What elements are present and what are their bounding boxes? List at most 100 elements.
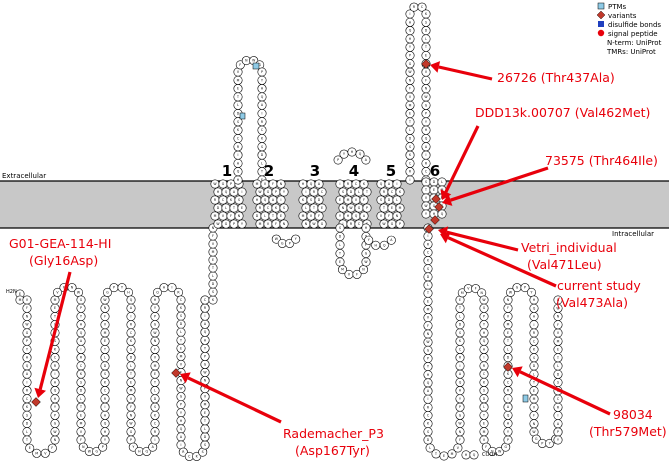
residue-letter: K: [427, 422, 430, 426]
residue-letter: Q: [104, 422, 107, 426]
residue-letter: G: [365, 252, 368, 256]
annotation-arrow-line: [187, 376, 282, 424]
residue: [395, 187, 405, 197]
residue-letter: A: [427, 389, 430, 393]
residue-letter: A: [533, 315, 536, 319]
residue-letter: L: [358, 190, 360, 194]
residue-letter: F: [356, 272, 358, 276]
residue-letter: L: [441, 180, 443, 184]
residue-letter: F: [180, 371, 182, 375]
residue-letter: M: [237, 78, 240, 82]
residue-letter: Y: [483, 323, 485, 327]
annotation-arrow-head: [512, 366, 523, 378]
residue-letter: T: [338, 252, 341, 256]
residue-letter: E: [154, 372, 156, 376]
residue-letter: P: [289, 241, 291, 245]
residue-letter: M: [104, 331, 107, 335]
residue-letter: F: [275, 222, 277, 226]
residue-letter: P: [233, 222, 235, 226]
residue-letter: F: [318, 214, 320, 218]
residue-letter: L: [130, 364, 132, 368]
residue: [317, 219, 327, 229]
residue-letter: Q: [225, 190, 228, 194]
residue-letter: E: [507, 331, 509, 335]
residue-letter: A: [104, 413, 107, 417]
residue-letter: C: [321, 190, 324, 194]
residue: [167, 283, 177, 293]
residue-letter: Q: [26, 364, 29, 368]
residue: [40, 448, 50, 458]
annotation-v462: DDD13k.00707 (Val462Met): [475, 105, 650, 120]
residue-letter: L: [425, 37, 427, 41]
residue-letter: M: [180, 354, 183, 358]
residue-letter: S: [26, 413, 28, 417]
residue-letter: D: [261, 153, 264, 157]
residue-letter: N: [557, 315, 560, 319]
legend-note-nterm: N-term: UniProt: [607, 39, 662, 47]
residue-letter: H: [302, 182, 305, 186]
residue: [47, 443, 57, 453]
residue-letter: N: [507, 298, 510, 302]
residue-letter: G: [391, 222, 394, 226]
residue-letter: Q: [156, 290, 159, 294]
residue-letter: V: [355, 198, 358, 202]
residue-letter: L: [396, 198, 398, 202]
residue-letter: A: [152, 445, 155, 449]
residue-letter: H: [459, 389, 462, 393]
residue: [553, 295, 563, 305]
residue-letter: C: [237, 137, 240, 141]
residue-letter: I: [205, 314, 206, 318]
annotation-v473: current study (Val473Ala): [556, 278, 645, 310]
residue-letter: C: [427, 251, 430, 255]
residue-letter: H: [433, 212, 436, 216]
residue-letter: I: [242, 190, 243, 194]
residue-letter: R: [427, 242, 430, 246]
residue-letter: Y: [531, 290, 533, 294]
residue-letter: K: [363, 182, 366, 186]
residue-letter: V: [56, 290, 59, 294]
residue-letter: S: [425, 180, 427, 184]
residue-letter: R: [483, 364, 486, 368]
residue-letter: A: [365, 158, 368, 162]
residue-letter: S: [533, 356, 535, 360]
residue-letter: F: [26, 306, 28, 310]
residue: [362, 187, 372, 197]
residue-letter: G: [26, 331, 29, 335]
residue-letter: Y: [409, 45, 411, 49]
residue-letter: W: [424, 204, 428, 208]
residue-letter: Y: [365, 235, 367, 239]
residue-letter: N: [425, 87, 428, 91]
membrane-band: [0, 181, 669, 228]
residue-letter: R: [427, 405, 430, 409]
residue-letter: M: [557, 339, 560, 343]
residue-letter: W: [252, 59, 256, 63]
residue-letter: K: [425, 12, 428, 16]
residue-letter: V: [427, 316, 430, 320]
residue-letter: E: [459, 298, 461, 302]
residue-letter: P: [409, 54, 411, 58]
residue-letter: E: [280, 214, 282, 218]
residue-letter: C: [267, 206, 270, 210]
residue-letter: K: [459, 339, 462, 343]
residue: [392, 179, 402, 189]
residue-letter: N: [54, 438, 57, 442]
residue-letter: Y: [180, 411, 182, 415]
residue: [469, 450, 479, 460]
residue-letter: A: [483, 347, 486, 351]
residue-letter: E: [241, 206, 243, 210]
residue-letter: L: [429, 446, 431, 450]
residue-letter: K: [507, 372, 510, 376]
residue-letter: E: [533, 389, 535, 393]
residue-letter: M: [80, 422, 83, 426]
residue-letter: K: [80, 372, 83, 376]
residue-letter: H: [533, 298, 536, 302]
residue-letter: C: [391, 190, 394, 194]
residue-letter: H: [507, 422, 510, 426]
residue-letter: T: [424, 45, 427, 49]
residue-letter: I: [281, 198, 282, 202]
residue: [361, 223, 371, 233]
residue-letter: S: [261, 145, 263, 149]
residue-letter: S: [154, 405, 156, 409]
residue-letter: L: [507, 347, 509, 351]
residue-letter: R: [409, 170, 412, 174]
